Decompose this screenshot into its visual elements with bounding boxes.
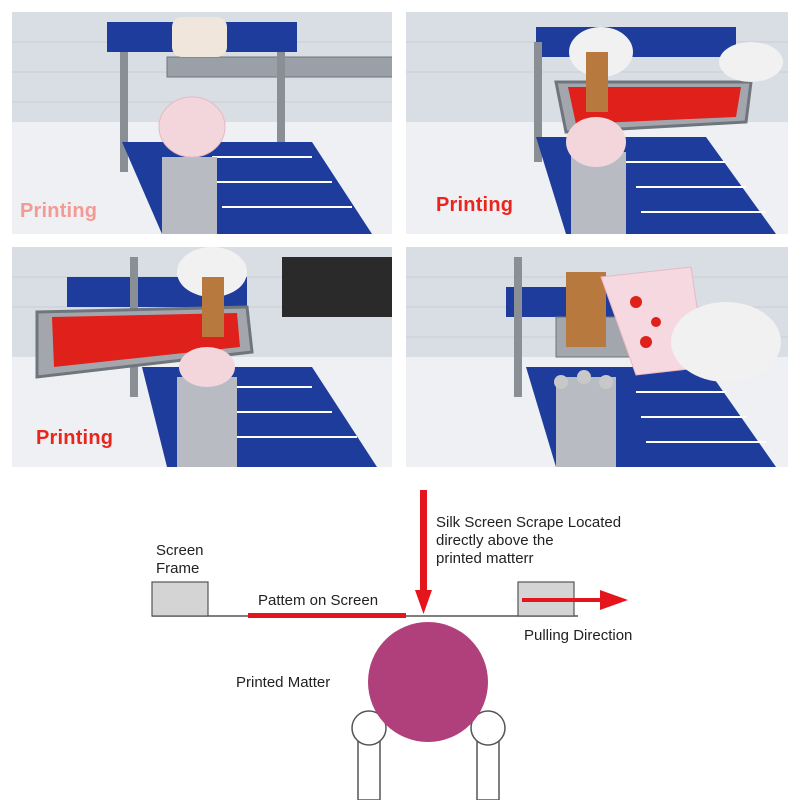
- printing-diagram: Screen Frame Pattem on Screen Silk Scree…: [140, 482, 660, 800]
- machine-illustration: [406, 247, 788, 467]
- photo-printing-step-1: Printing: [12, 12, 392, 234]
- pulling-direction-label: Pulling Direction: [524, 627, 633, 644]
- caption-printing-3: Printing: [36, 427, 114, 449]
- pattern-on-screen-label: Pattem on Screen: [258, 592, 379, 609]
- machine-illustration: [12, 247, 392, 467]
- machine-illustration: [406, 12, 788, 234]
- printed-matter-circle: [368, 622, 488, 742]
- scraper-shaft: [420, 490, 427, 590]
- right-roller: [470, 710, 506, 746]
- left-roller: [351, 710, 387, 746]
- screen-frame-label: Screen Frame: [156, 542, 204, 578]
- photo-finished-cup: [406, 247, 788, 467]
- caption-printing-2: Printing: [436, 194, 514, 216]
- scraper-arrow-head: [415, 590, 432, 614]
- scraper-label-line-2: directly above the: [436, 532, 554, 549]
- scraper-label: Silk Screen Scrape Located directly abov…: [436, 514, 621, 568]
- printed-matter-label: Printed Matter: [236, 674, 331, 691]
- photo-printing-step-3: Printing: [12, 247, 392, 467]
- screen-frame-label-line-1: Screen: [156, 542, 204, 559]
- scraper-label-line-1: Silk Screen Scrape Located: [436, 514, 622, 531]
- caption-printing-1: Printing: [20, 200, 98, 222]
- pattern-on-screen-bar: [248, 613, 406, 618]
- machine-illustration: [12, 12, 392, 234]
- pulling-direction-arrow: [522, 590, 628, 610]
- screen-frame-label-line-2: Frame: [156, 560, 200, 577]
- diagram-graphics: [151, 490, 628, 800]
- screen-frame-left: [151, 581, 209, 617]
- photo-printing-step-2: Printing: [406, 12, 788, 234]
- scraper-label-line-3: printed matterr: [436, 550, 534, 567]
